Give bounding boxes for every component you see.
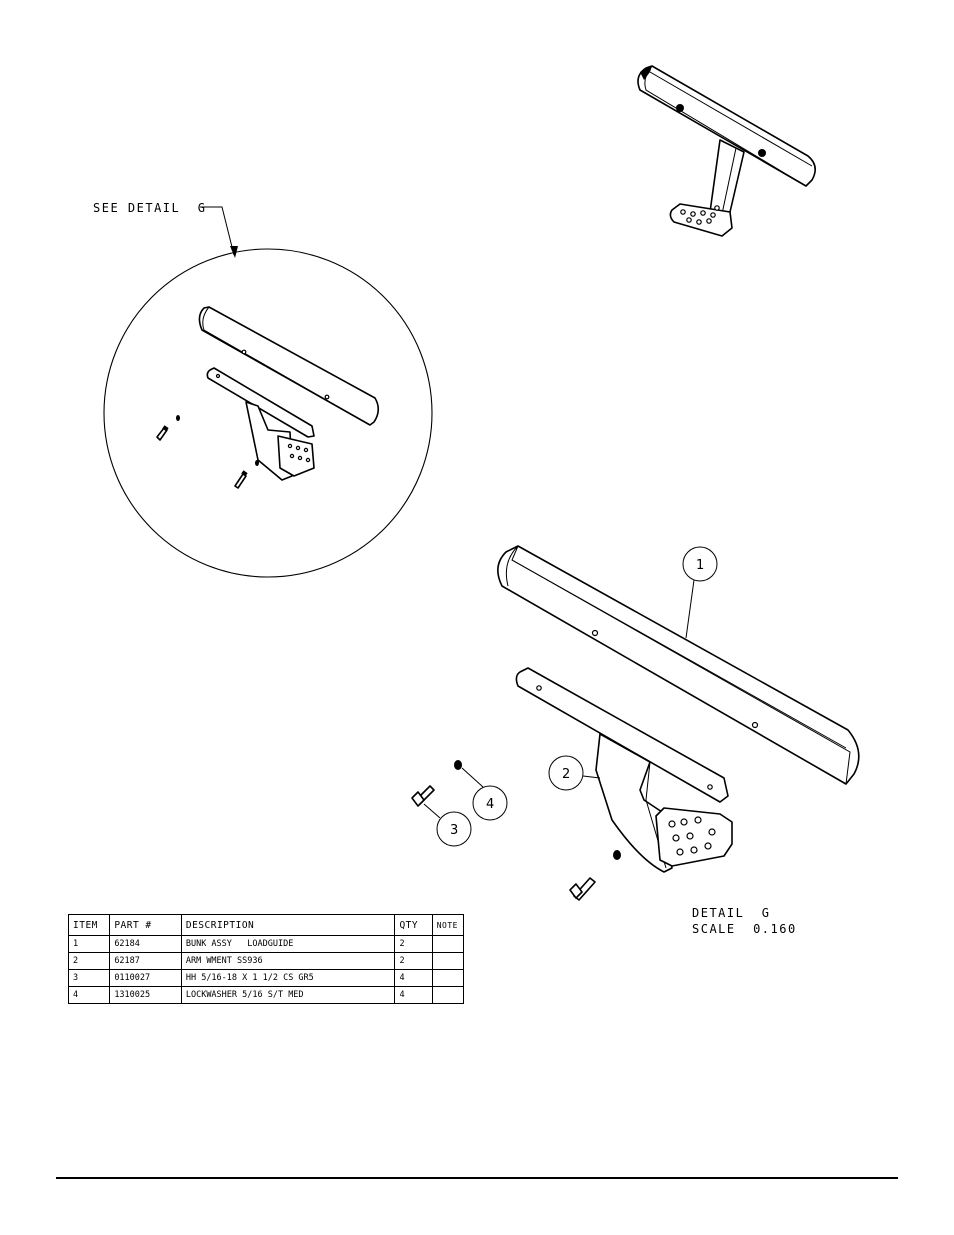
bom-cell-note bbox=[431, 986, 465, 1004]
bom-cell-description: BUNK ASSY LOADGUIDE bbox=[180, 935, 396, 953]
see-detail-label: SEE DETAIL G bbox=[93, 201, 206, 215]
svg-text:4: 4 bbox=[486, 797, 494, 812]
assembled-view bbox=[637, 65, 816, 237]
see-detail-callout: SEE DETAIL G bbox=[93, 201, 238, 258]
bom-cell-qty: 2 bbox=[394, 935, 433, 953]
bom-row: 2 62187 ARM WMENT SS936 2 bbox=[67, 952, 465, 970]
svg-text:3: 3 bbox=[450, 823, 458, 838]
bom-cell-item: 4 bbox=[67, 986, 111, 1004]
bom-header-note: NOTE bbox=[431, 914, 465, 936]
balloon-1: 1 bbox=[682, 546, 718, 639]
bom-cell-note bbox=[431, 935, 465, 953]
bom-cell-item: 3 bbox=[67, 969, 111, 987]
bom-cell-qty: 4 bbox=[394, 986, 433, 1004]
bom-cell-note bbox=[431, 952, 465, 970]
svg-text:2: 2 bbox=[562, 767, 570, 782]
bom-header-item: ITEM bbox=[67, 914, 111, 936]
detail-title: DETAIL G bbox=[692, 906, 771, 920]
bom-cell-description: ARM WMENT SS936 bbox=[180, 952, 396, 970]
bom-row: 1 62184 BUNK ASSY LOADGUIDE 2 bbox=[67, 935, 465, 953]
bom-cell-item: 2 bbox=[67, 952, 111, 970]
bom-header-part: PART # bbox=[109, 914, 182, 936]
balloon-4: 4 bbox=[461, 767, 508, 821]
bom-cell-description: HH 5/16-18 X 1 1/2 CS GR5 bbox=[180, 969, 396, 987]
bom-cell-description: LOCKWASHER 5/16 S/T MED bbox=[180, 986, 396, 1004]
bom-header-qty: QTY bbox=[394, 914, 433, 936]
bom-header-description: DESCRIPTION bbox=[180, 914, 396, 936]
bom-cell-note bbox=[431, 969, 465, 987]
footer-rule bbox=[56, 1177, 898, 1179]
bom-row: 3 0110027 HH 5/16-18 X 1 1/2 CS GR5 4 bbox=[67, 969, 465, 987]
bom-header-row: ITEM PART # DESCRIPTION QTY NOTE bbox=[67, 914, 465, 936]
balloon-3: 3 bbox=[423, 803, 472, 847]
detail-scale: SCALE 0.160 bbox=[692, 922, 797, 936]
bom-cell-item: 1 bbox=[67, 935, 111, 953]
bill-of-materials: ITEM PART # DESCRIPTION QTY NOTE 1 62184… bbox=[67, 914, 465, 1004]
detail-circle bbox=[103, 248, 433, 578]
bom-cell-part: 1310025 bbox=[109, 986, 182, 1004]
bom-cell-part: 0110027 bbox=[109, 969, 182, 987]
bom-row: 4 1310025 LOCKWASHER 5/16 S/T MED 4 bbox=[67, 986, 465, 1004]
bom-cell-part: 62187 bbox=[109, 952, 182, 970]
balloon-2: 2 bbox=[548, 755, 601, 791]
svg-text:1: 1 bbox=[696, 558, 704, 573]
bom-cell-qty: 4 bbox=[394, 969, 433, 987]
detail-g-view bbox=[411, 545, 860, 901]
bom-cell-part: 62184 bbox=[109, 935, 182, 953]
bom-cell-qty: 2 bbox=[394, 952, 433, 970]
